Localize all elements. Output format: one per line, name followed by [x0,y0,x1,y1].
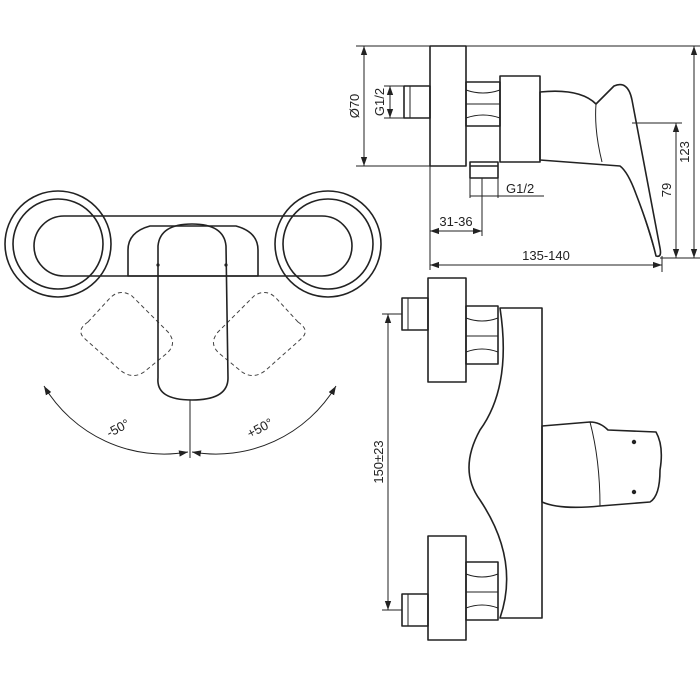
lever-side [541,421,663,509]
handle-mount [127,225,259,277]
dim-height-outlet: 79 [659,183,674,197]
handle-position-left [80,292,173,376]
union-nut-lower [465,561,499,621]
rotate-left-label: -50° [104,416,132,441]
lever-side-top [539,83,662,258]
lever-handle-front [157,223,229,401]
flange-lower-side [427,535,467,641]
rotation-arc-left [43,385,189,457]
outlet-stub [469,161,499,179]
dim-projection: 135-140 [522,248,570,263]
rotate-right-label: +50° [244,415,275,441]
right-flange [274,190,382,298]
dim-outlet-thread: G1/2 [506,181,534,196]
union-nut-upper [465,305,499,365]
inlet-pipe [403,85,431,119]
dim-wall-offset: 31-36 [439,214,472,229]
body-column-side [468,307,543,619]
dim-inlet-thread: G1/2 [372,88,387,116]
dim-height-total: 123 [677,141,692,163]
dim-diameter: Ø70 [347,94,362,119]
left-flange [4,190,112,298]
body-top [499,75,541,163]
wall-plate-top [429,45,467,167]
mixer-body [33,215,353,277]
rotation-arc-right [191,385,337,457]
side-view: 150±23 [371,277,663,641]
dim-centers: 150±23 [371,440,386,483]
handle-position-right [213,292,306,376]
flange-upper-side [427,277,467,383]
top-view: Ø70 G1/2 G1/2 31-36 135-140 123 79 [347,45,700,272]
front-view: -50° +50° [4,190,382,458]
